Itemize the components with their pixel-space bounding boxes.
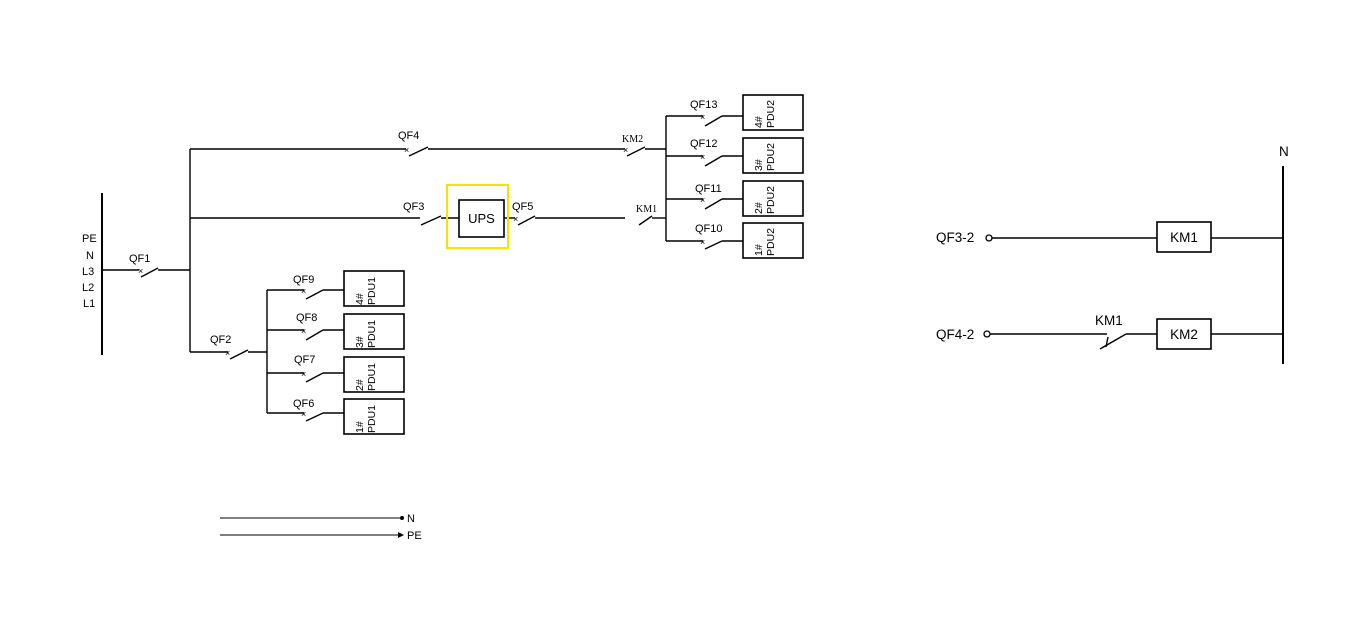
branch-qf6: × <box>267 409 344 422</box>
svg-text:4#: 4# <box>753 116 765 128</box>
svg-text:4#: 4# <box>354 293 366 305</box>
label-qf3: QF3 <box>403 201 424 213</box>
pdu2-box-3: 3# PDU2 <box>742 137 804 174</box>
label-qf11: QF11 <box>695 183 722 195</box>
terminal-qf4-2-label: QF4-2 <box>936 327 974 342</box>
label-qf6: QF6 <box>293 398 314 410</box>
svg-text:3#: 3# <box>354 336 366 348</box>
svg-text:×: × <box>513 214 518 224</box>
label-qf10: QF10 <box>695 223 723 235</box>
svg-text:1#: 1# <box>753 244 765 256</box>
svg-text:×: × <box>138 266 143 276</box>
bypass-line: × × <box>190 145 666 157</box>
label-qf2: QF2 <box>210 334 231 346</box>
svg-text:PDU2: PDU2 <box>765 228 777 256</box>
svg-text:×: × <box>623 145 628 155</box>
incoming-label-l3: L3 <box>82 266 94 278</box>
branch-qf8: × <box>267 326 344 341</box>
branch-qf10: × <box>666 237 743 250</box>
coil-km2-label: KM2 <box>1170 327 1198 342</box>
label-qf1: QF1 <box>129 253 150 265</box>
legend-n-line <box>220 516 404 520</box>
incoming-label-pe: PE <box>82 233 97 245</box>
contact-km1-label: KM1 <box>1095 313 1123 328</box>
svg-text:PDU1: PDU1 <box>366 363 378 391</box>
label-qf7: QF7 <box>294 354 315 366</box>
legend-n-label: N <box>407 513 415 525</box>
coil-km1-label: KM1 <box>1170 230 1198 245</box>
branch-qf12: × <box>666 152 743 167</box>
branch-qf11: × <box>666 195 743 210</box>
incoming-label-l2: L2 <box>82 282 94 294</box>
terminal-qf4-2 <box>983 330 991 338</box>
coil-km2 <box>1156 318 1212 350</box>
svg-text:×: × <box>225 348 230 358</box>
svg-text:×: × <box>700 195 705 205</box>
label-qf4: QF4 <box>398 130 419 142</box>
svg-text:×: × <box>301 409 306 419</box>
label-km1-main: KM1 <box>636 204 657 215</box>
incoming-label-n: N <box>86 250 94 262</box>
control-bus-label: N <box>1279 144 1289 159</box>
terminal-qf3-2 <box>985 234 993 242</box>
svg-text:×: × <box>700 237 705 247</box>
branch-qf13: × <box>666 112 743 127</box>
svg-text:3#: 3# <box>753 159 765 171</box>
svg-text:PDU2: PDU2 <box>765 186 777 214</box>
contact-km1-nc <box>990 333 1157 350</box>
label-qf13: QF13 <box>690 99 718 111</box>
pdu1-box-1: 1# PDU1 <box>343 398 405 435</box>
legend-pe-label: PE <box>407 530 422 542</box>
svg-text:×: × <box>700 112 705 122</box>
breaker-qf2: × <box>190 348 267 360</box>
svg-text:PDU2: PDU2 <box>765 100 777 128</box>
pdu1-box-3: 3# PDU1 <box>343 313 405 350</box>
ups-highlight <box>446 184 509 249</box>
ups-label: UPS <box>468 211 495 226</box>
branch-qf7: × <box>267 369 344 383</box>
label-qf9: QF9 <box>293 274 314 286</box>
label-qf8: QF8 <box>296 312 317 324</box>
terminal-qf3-2-label: QF3-2 <box>936 230 974 245</box>
coil-km1 <box>1156 221 1212 253</box>
legend-pe-line <box>220 532 404 538</box>
svg-text:1#: 1# <box>354 421 366 433</box>
svg-text:×: × <box>301 286 306 296</box>
ups-line: × <box>190 214 666 226</box>
pdu1-box-4: 4# PDU1 <box>343 270 405 307</box>
incoming-label-l1: L1 <box>83 298 95 310</box>
label-qf5: QF5 <box>512 201 533 213</box>
svg-text:×: × <box>301 326 306 336</box>
pdu2-box-2: 2# PDU2 <box>742 180 804 217</box>
branch-qf9: × <box>267 286 344 300</box>
ups-box <box>458 199 505 238</box>
svg-text:PDU1: PDU1 <box>366 405 378 433</box>
pdu1-box-2: 2# PDU1 <box>343 356 405 393</box>
pdu2-box-4: 4# PDU2 <box>742 94 804 131</box>
svg-text:2#: 2# <box>354 379 366 391</box>
label-km2-main: KM2 <box>622 134 643 145</box>
breaker-qf1: × <box>102 266 190 278</box>
svg-text:PDU2: PDU2 <box>765 143 777 171</box>
label-qf12: QF12 <box>690 138 718 150</box>
svg-text:×: × <box>404 145 409 155</box>
svg-text:PDU1: PDU1 <box>366 277 378 305</box>
svg-text:×: × <box>301 369 306 379</box>
pdu2-box-1: 1# PDU2 <box>742 222 804 259</box>
svg-text:×: × <box>700 152 705 162</box>
svg-text:PDU1: PDU1 <box>366 320 378 348</box>
svg-text:2#: 2# <box>753 202 765 214</box>
